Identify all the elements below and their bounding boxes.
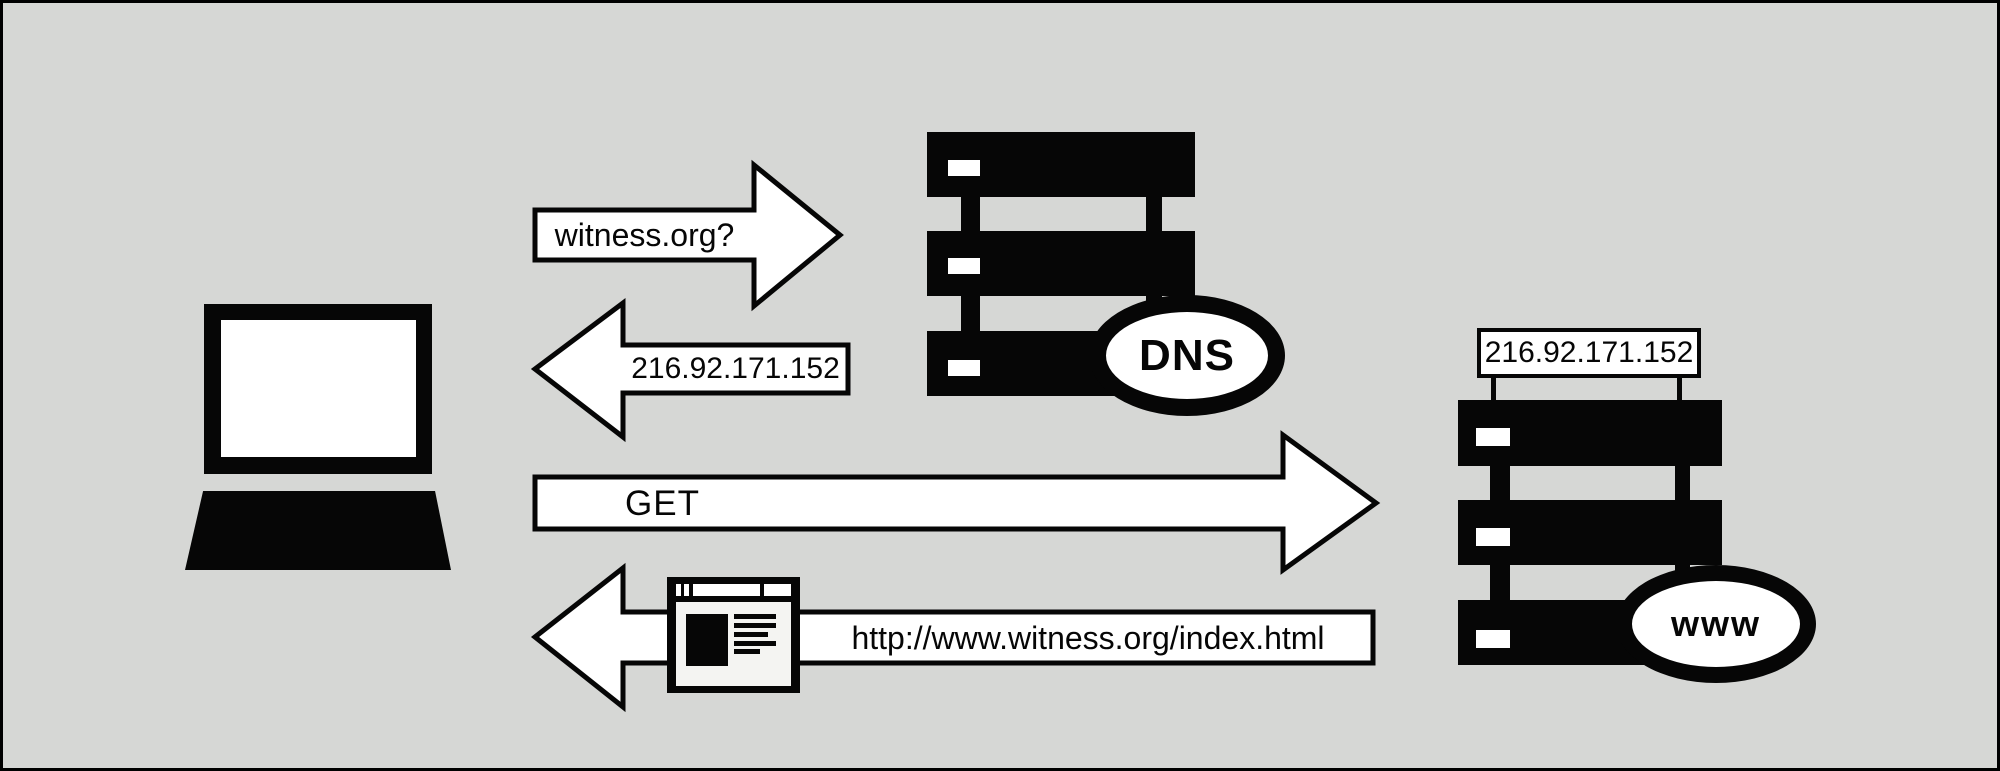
browser-toolbar-field [764,584,791,596]
dns-drive-slot [948,360,980,376]
http-response-arrow [530,562,1376,713]
dns-response-label: 216.92.171.152 [631,352,840,385]
dns-rack-connector [1146,193,1162,235]
browser-button [684,584,689,596]
dns-query-label: witness.org? [554,217,735,253]
dns-response-arrow [530,298,851,443]
laptop-keyboard-base [185,491,451,570]
dns-query-arrow [532,159,844,312]
page-image-placeholder [686,614,728,666]
dns-rack-connector [961,292,980,335]
dns-rack-connector [961,193,980,235]
page-text-line [734,623,776,628]
page-text-line [734,632,768,637]
http-get-arrow [532,430,1381,575]
www-rack-connector [1490,462,1510,504]
message-arrows [530,159,1381,713]
web-server-ip-label: 216.92.171.152 [1484,336,1694,369]
www-drive-slot [1476,428,1510,446]
www-badge-label: www [1670,603,1761,644]
http-response-label: http://www.witness.org/index.html [851,619,1325,656]
browser-address-bar [693,584,760,596]
www-badge: www [1616,565,1816,683]
ip-box-wire [1677,376,1682,402]
www-rack-connector [1675,462,1690,504]
page-text-line [734,614,776,619]
http-get-label: GET [625,483,700,523]
dns-badge: DNS [1089,295,1285,416]
page-text-line [734,649,760,654]
web-server-ip-box: 216.92.171.152 [1477,328,1701,378]
page-text-line [734,641,776,646]
dns-drive-slot [948,160,980,176]
www-rack-connector [1490,561,1510,604]
ip-box-wire [1491,376,1496,402]
dns-badge-label: DNS [1139,330,1235,380]
www-drive-slot [1476,528,1510,546]
laptop-screen [221,320,416,457]
dns-drive-slot [948,258,980,274]
browser-button [676,584,681,596]
www-drive-slot [1476,630,1510,648]
